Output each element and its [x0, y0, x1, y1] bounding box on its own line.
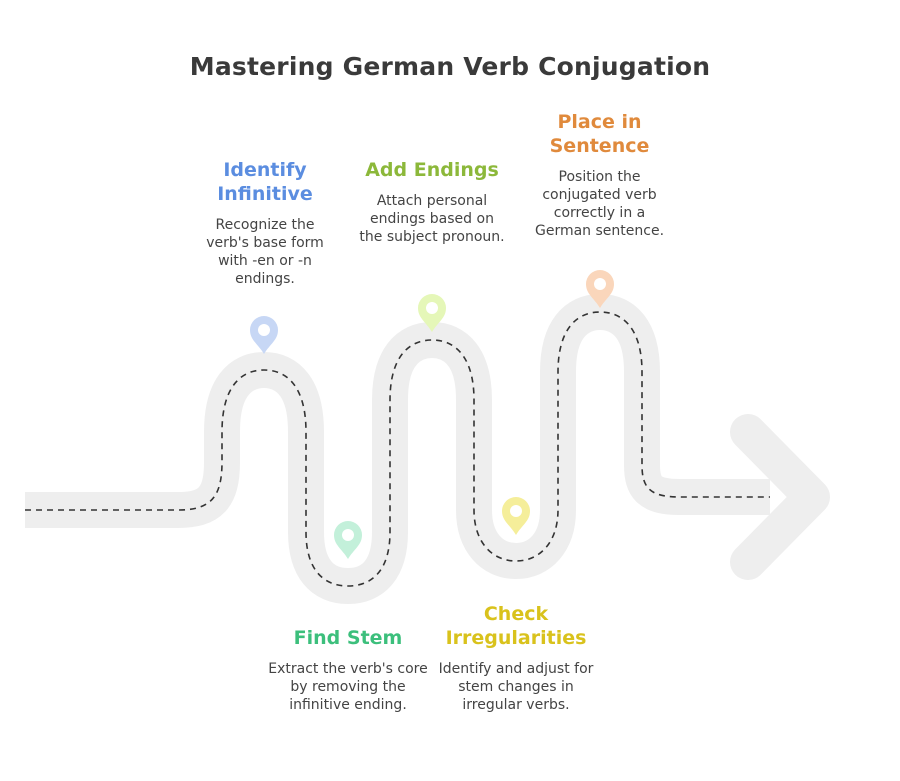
step-title: Find Stem [293, 627, 403, 649]
step-title: Check Irregularities [445, 603, 587, 649]
step-title: Identify Infinitive [217, 159, 313, 205]
step-description: Attach personal endings based on the sub… [359, 193, 505, 245]
step-description: Recognize the verb's base form with -en … [206, 217, 324, 287]
diagram-title: Mastering German Verb Conjugation [189, 52, 711, 81]
road-arrow-head [730, 414, 830, 580]
map-pin-icon [334, 521, 362, 559]
step-title: Place in Sentence [549, 111, 650, 157]
map-pin-icon [418, 294, 446, 332]
step-find-stem: Find Stem Extract the verb's core by rem… [268, 626, 428, 714]
step-check-irregularities: Check Irregularities Identify and adjust… [436, 602, 596, 714]
map-pin-icon [586, 270, 614, 308]
road-center-line [25, 311, 770, 587]
step-identify-infinitive: Identify Infinitive Recognize the verb's… [195, 158, 335, 288]
step-place-in-sentence: Place in Sentence Position the conjugate… [527, 110, 672, 240]
step-description: Identify and adjust for stem changes in … [438, 661, 594, 713]
step-description: Extract the verb's core by removing the … [268, 661, 428, 713]
map-pin-icon [502, 497, 530, 535]
step-description: Position the conjugated verb correctly i… [534, 169, 665, 239]
road-path [25, 294, 770, 604]
step-add-endings: Add Endings Attach personal endings base… [357, 158, 507, 246]
step-title: Add Endings [365, 159, 499, 181]
map-pin-icon [250, 316, 278, 354]
